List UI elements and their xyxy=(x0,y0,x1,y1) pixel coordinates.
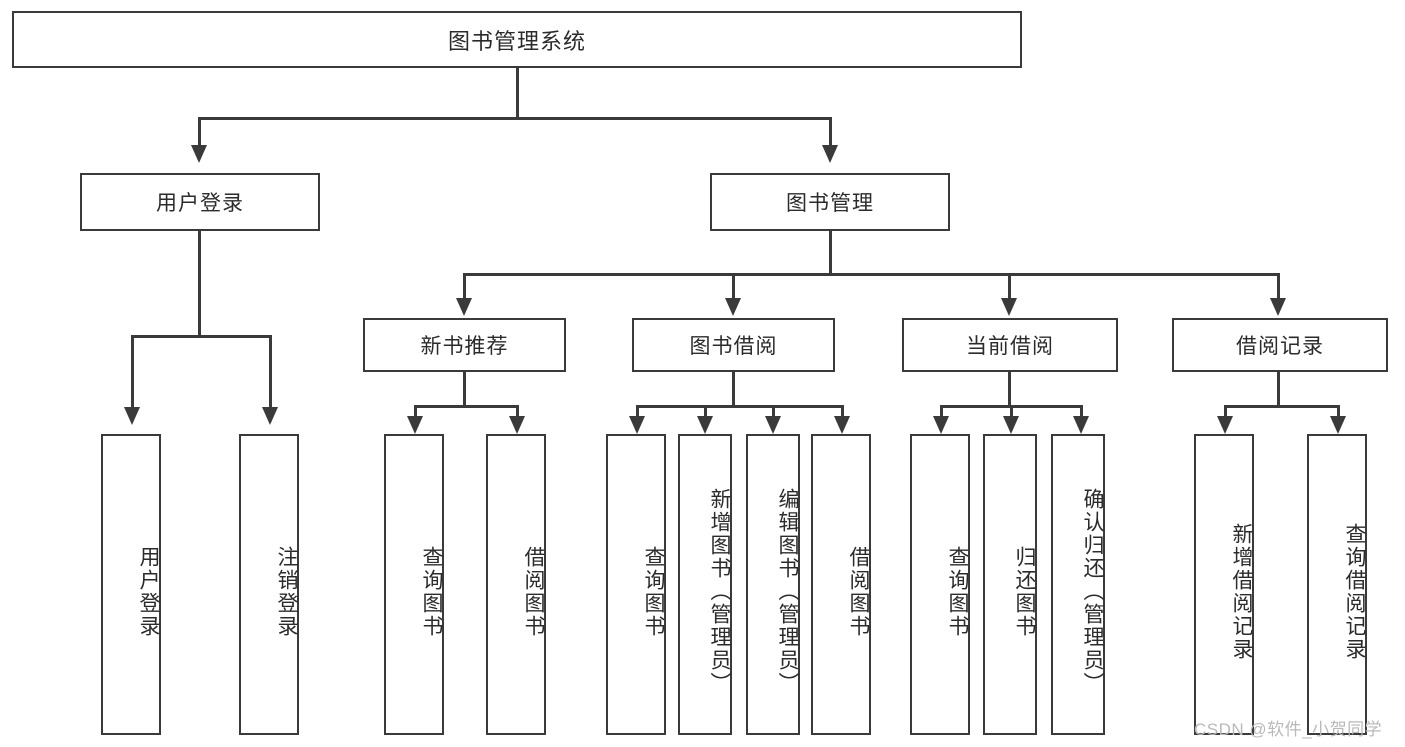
connector-user-login-to-leaf-2 xyxy=(269,335,272,407)
leaf-book-borrow-2[interactable]: 新增图书（管理员） xyxy=(678,434,732,735)
connector-book-borrow-to-leaf-1 xyxy=(636,405,639,416)
connector-root-to-user-login xyxy=(198,117,201,145)
connector-current-borrow-to-leaf-3 xyxy=(1080,405,1083,416)
connector-current-borrow-stem xyxy=(1008,372,1011,405)
node-user-login[interactable]: 用户登录 xyxy=(80,173,320,231)
connector-user-login-bar xyxy=(131,335,270,338)
node-label: 借阅记录 xyxy=(1236,335,1324,358)
connector-current-borrow-to-leaf-1 xyxy=(940,405,943,416)
node-label: 新增图书（管理员） xyxy=(708,488,731,695)
arrow-to-book-borrow xyxy=(725,298,741,316)
connector-book-mgmt-bar xyxy=(463,273,1279,276)
leaf-book-borrow-1[interactable]: 查询图书 xyxy=(606,434,666,735)
connector-new-book-to-leaf-1 xyxy=(414,405,417,416)
node-label: 新书推荐 xyxy=(420,335,509,358)
node-label: 当前借阅 xyxy=(966,335,1054,358)
connector-borrow-record-to-leaf-1 xyxy=(1224,405,1227,416)
leaf-user-login-2[interactable]: 注销登录 xyxy=(239,434,299,735)
connector-root-bar xyxy=(198,117,832,120)
node-label: 编辑图书（管理员） xyxy=(776,488,799,695)
arrow-to-new-book-recommend xyxy=(456,298,472,316)
connector-new-book-to-leaf-2 xyxy=(516,405,519,416)
leaf-borrow-record-2[interactable]: 查询借阅记录 xyxy=(1307,434,1367,735)
leaf-book-borrow-3[interactable]: 编辑图书（管理员） xyxy=(746,434,800,735)
connector-book-borrow-to-leaf-4 xyxy=(841,405,844,416)
connector-book-borrow-to-leaf-3 xyxy=(772,405,775,416)
connector-borrow-record-to-leaf-2 xyxy=(1337,405,1340,416)
connector-root-to-book-mgmt xyxy=(829,117,832,145)
node-book-borrow[interactable]: 图书借阅 xyxy=(632,318,835,372)
connector-new-book-stem xyxy=(463,372,466,405)
arrow-to-borrow-record xyxy=(1270,298,1286,316)
arrow-to-book-borrow-leaf-2 xyxy=(697,416,713,434)
arrow-to-new-book-leaf-2 xyxy=(509,416,525,434)
node-label: 借阅图书 xyxy=(522,545,545,638)
arrow-to-user-login-leaf-1 xyxy=(124,407,140,425)
arrow-to-book-mgmt xyxy=(822,145,838,163)
connector-book-mgmt-to-new-book xyxy=(463,273,466,298)
connector-book-mgmt-to-current xyxy=(1008,273,1011,298)
connector-new-book-bar xyxy=(414,405,516,408)
node-label: 查询图书 xyxy=(420,545,443,638)
leaf-current-borrow-2[interactable]: 归还图书 xyxy=(983,434,1037,735)
node-label: 用户登录 xyxy=(137,545,160,638)
leaf-new-book-1[interactable]: 查询图书 xyxy=(384,434,444,735)
arrow-to-current-borrow-leaf-2 xyxy=(1003,416,1019,434)
leaf-current-borrow-3[interactable]: 确认归还（管理员） xyxy=(1051,434,1105,735)
connector-book-mgmt-to-record xyxy=(1277,273,1280,298)
connector-borrow-record-bar xyxy=(1224,405,1337,408)
node-label: 查询图书 xyxy=(946,545,969,638)
node-label: 归还图书 xyxy=(1013,545,1036,638)
node-label: 借阅图书 xyxy=(847,545,870,638)
connector-book-borrow-bar xyxy=(636,405,841,408)
arrow-to-book-borrow-leaf-1 xyxy=(629,416,645,434)
arrow-to-current-borrow-leaf-3 xyxy=(1073,416,1089,434)
node-label: 图书管理 xyxy=(786,192,874,215)
node-book-management[interactable]: 图书管理 xyxy=(710,173,950,231)
arrow-to-borrow-record-leaf-2 xyxy=(1330,416,1346,434)
arrow-to-user-login-leaf-2 xyxy=(262,407,278,425)
node-label: 确认归还（管理员） xyxy=(1081,488,1104,695)
connector-book-mgmt-to-borrow xyxy=(732,273,735,298)
connector-root-stem xyxy=(516,68,519,117)
connector-book-borrow-stem xyxy=(732,372,735,405)
node-root-system[interactable]: 图书管理系统 xyxy=(12,11,1022,68)
arrow-to-current-borrow xyxy=(1001,298,1017,316)
connector-borrow-record-stem xyxy=(1277,372,1280,405)
arrow-to-user-login xyxy=(191,145,207,163)
arrow-to-book-borrow-leaf-4 xyxy=(834,416,850,434)
leaf-new-book-2[interactable]: 借阅图书 xyxy=(486,434,546,735)
leaf-user-login-1[interactable]: 用户登录 xyxy=(101,434,161,735)
node-label: 图书借阅 xyxy=(689,335,778,358)
node-current-borrow[interactable]: 当前借阅 xyxy=(902,318,1118,372)
node-label: 新增借阅记录 xyxy=(1230,522,1253,661)
arrow-to-new-book-leaf-1 xyxy=(407,416,423,434)
arrow-to-current-borrow-leaf-1 xyxy=(933,416,949,434)
node-borrow-record[interactable]: 借阅记录 xyxy=(1172,318,1388,372)
connector-book-mgmt-stem xyxy=(829,231,832,273)
node-label: 图书管理系统 xyxy=(447,28,586,54)
connector-user-login-to-leaf-1 xyxy=(131,335,134,407)
arrow-to-book-borrow-leaf-3 xyxy=(765,416,781,434)
node-label: 注销登录 xyxy=(275,545,298,638)
node-label: 查询借阅记录 xyxy=(1343,522,1366,661)
watermark-text: CSDN @软件_小贺同学 xyxy=(1194,720,1383,739)
node-label: 用户登录 xyxy=(156,192,244,215)
connector-book-borrow-to-leaf-2 xyxy=(704,405,707,416)
node-label: 查询图书 xyxy=(642,545,665,638)
connector-user-login-stem xyxy=(198,231,201,335)
leaf-book-borrow-4[interactable]: 借阅图书 xyxy=(811,434,871,735)
connector-current-borrow-to-leaf-2 xyxy=(1010,405,1013,416)
leaf-borrow-record-1[interactable]: 新增借阅记录 xyxy=(1194,434,1254,735)
leaf-current-borrow-1[interactable]: 查询图书 xyxy=(910,434,970,735)
arrow-to-borrow-record-leaf-1 xyxy=(1217,416,1233,434)
node-new-book-recommend[interactable]: 新书推荐 xyxy=(363,318,566,372)
